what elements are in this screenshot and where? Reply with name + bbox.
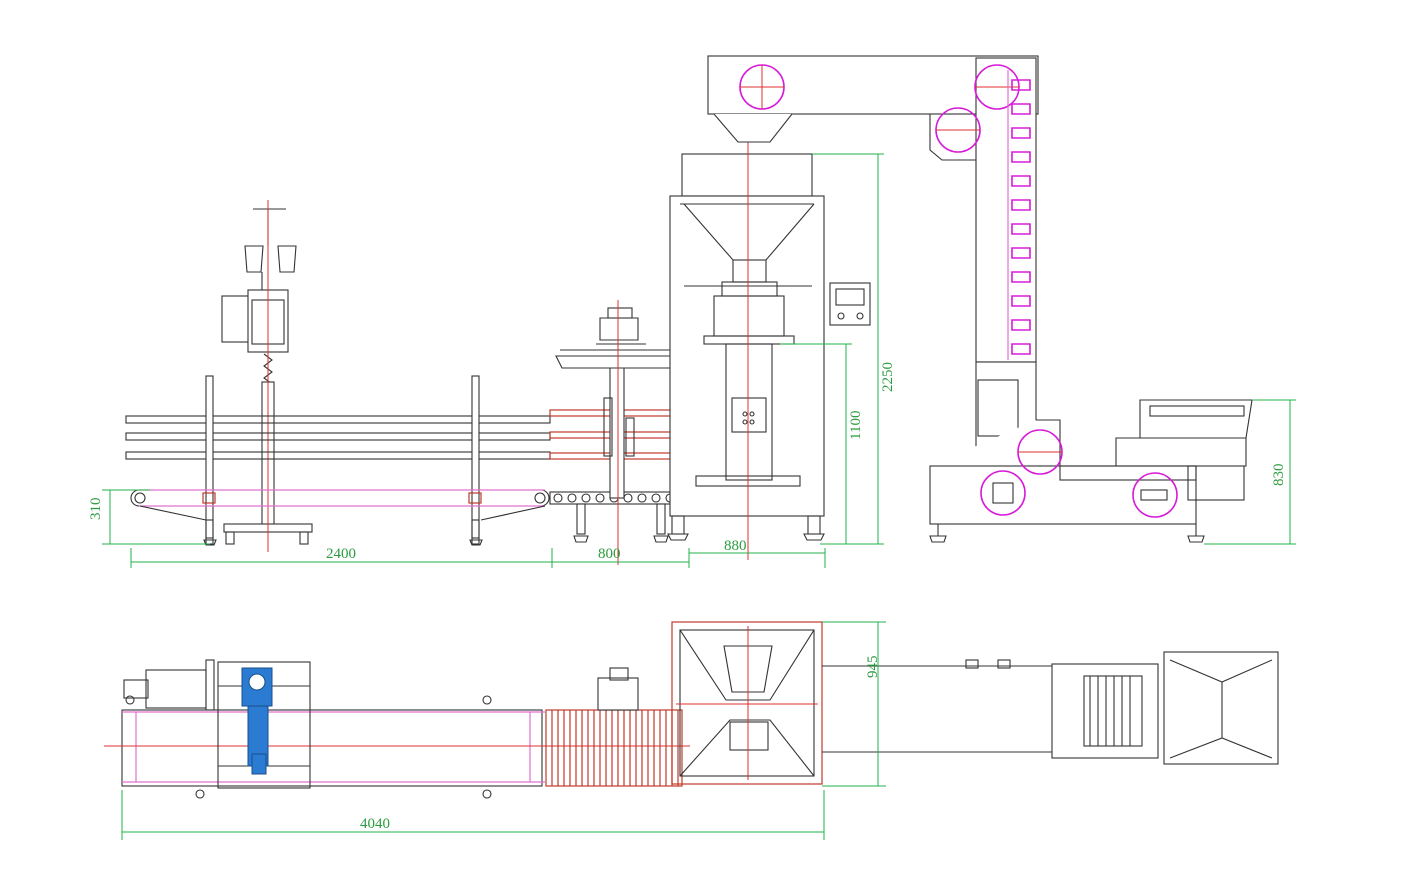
belt-conveyor xyxy=(130,489,550,546)
top-view-dimensions: 945 4040 xyxy=(121,621,886,840)
sewing-machine-stand xyxy=(221,200,313,552)
dim-conveyor-height: 310 xyxy=(88,498,104,521)
side-view-dimensions: 310 2400 800 880 1100 2250 830 xyxy=(88,153,1296,568)
bag-clamp-column xyxy=(549,300,693,565)
dim-roller-length: 800 xyxy=(598,546,621,562)
dim-packer-height-total: 2250 xyxy=(880,362,896,392)
top-sewing-head xyxy=(123,659,311,789)
top-packer-frame xyxy=(671,621,823,785)
top-roller-section xyxy=(545,667,683,787)
packing-machine xyxy=(667,78,871,560)
top-elevator xyxy=(822,651,1279,765)
bucket-elevator xyxy=(707,55,1253,543)
dim-feeder-height: 830 xyxy=(1271,464,1287,487)
dim-packer-height-lower: 1100 xyxy=(848,411,864,440)
top-conveyor xyxy=(104,695,690,799)
dim-packer-width: 880 xyxy=(724,538,747,554)
side-view: 310 2400 800 880 1100 2250 830 xyxy=(88,55,1296,568)
dim-total-length: 4040 xyxy=(360,816,390,832)
top-view: 945 4040 xyxy=(104,621,1279,840)
dim-conveyor-length: 2400 xyxy=(326,546,356,562)
dim-top-depth: 945 xyxy=(865,656,881,679)
